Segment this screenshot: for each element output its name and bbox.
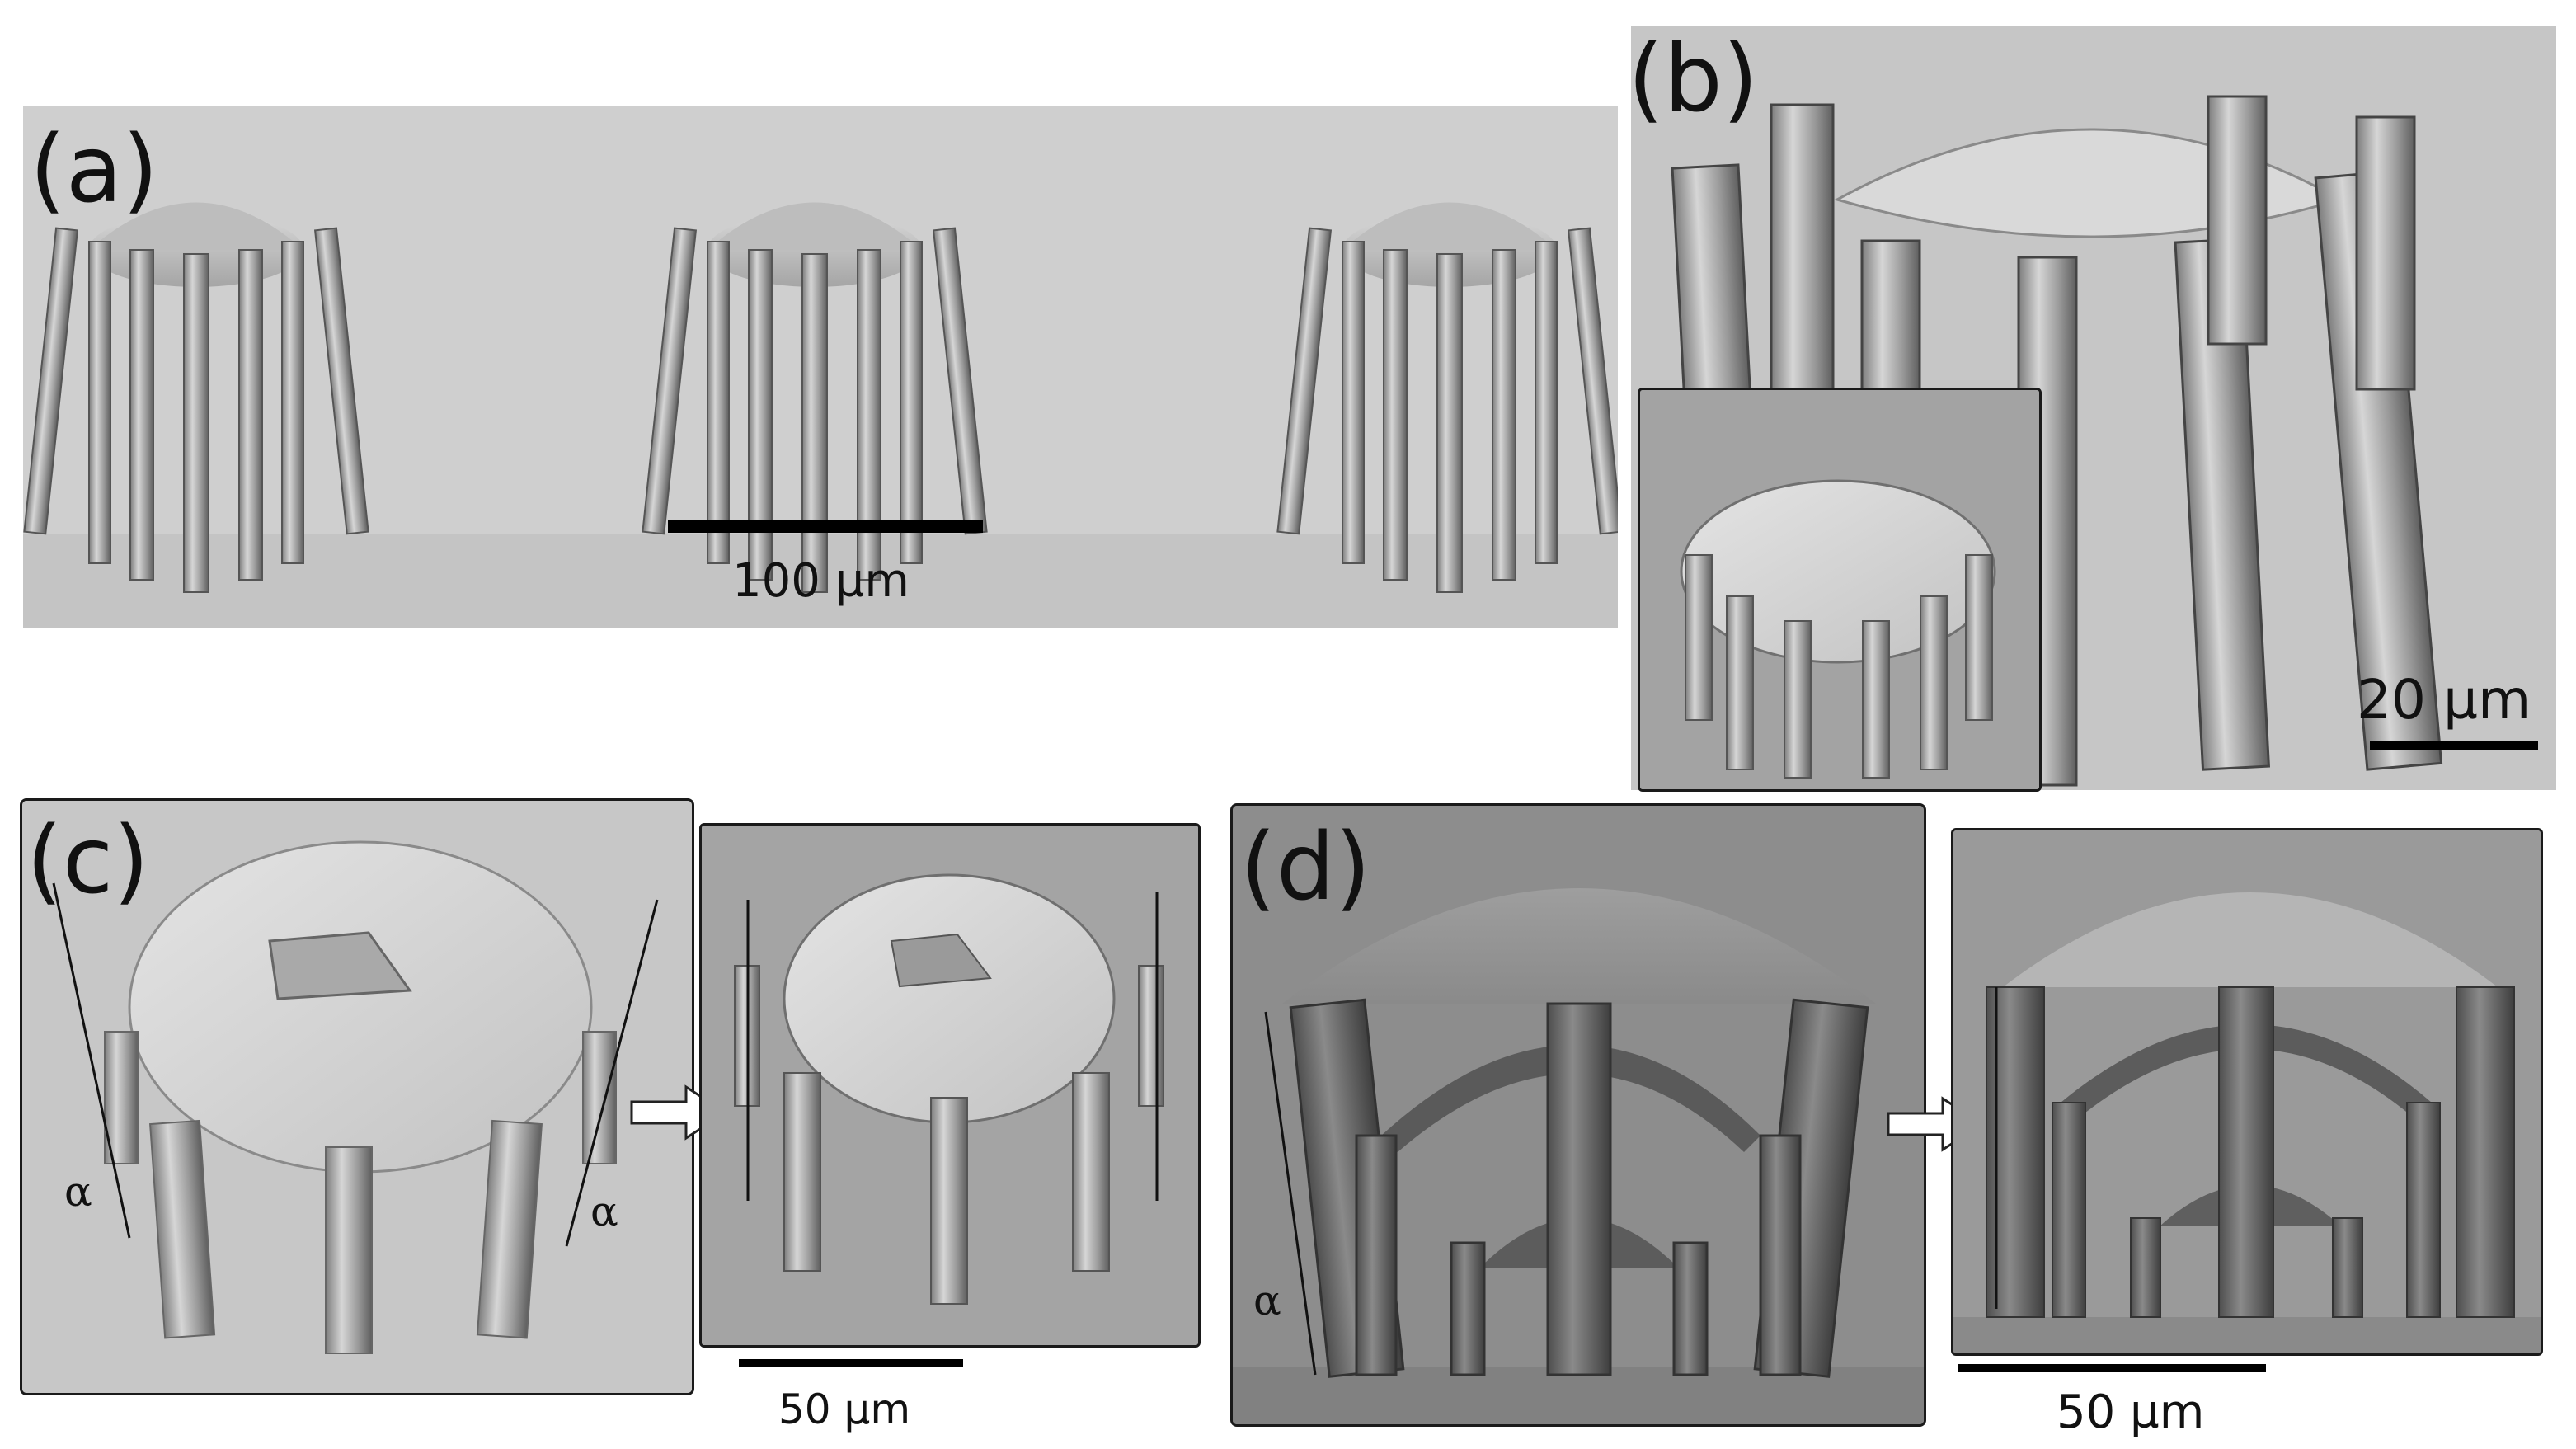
panel-a <box>23 106 1618 628</box>
micro-structure <box>23 202 369 593</box>
panel-a-image <box>23 106 1618 628</box>
panel-d-after <box>1951 828 2543 1356</box>
scale-bar-d <box>1958 1364 2266 1372</box>
angle-label-d: α <box>1253 1277 1281 1324</box>
scale-label-b: 20 µm <box>2357 668 2531 732</box>
scale-label-a: 100 µm <box>732 554 910 608</box>
scale-label-c: 50 µm <box>778 1385 911 1433</box>
angle-label-c-right: α <box>590 1188 618 1235</box>
micro-structure <box>642 202 988 593</box>
scale-bar-c <box>739 1359 963 1367</box>
panel-c-before <box>20 798 694 1395</box>
panel-d-before-image <box>1233 806 1924 1424</box>
panel-b-inset <box>1638 388 2042 792</box>
panel-label-d: (d) <box>1240 814 1371 921</box>
panel-label-c: (c) <box>26 807 149 915</box>
panel-d-before <box>1230 803 1926 1427</box>
panel-c-after-image <box>702 826 1198 1345</box>
panel-c-after <box>699 823 1201 1348</box>
panel-b-inset-image <box>1640 390 2039 789</box>
scale-bar-a <box>668 520 983 533</box>
panel-d-after-image <box>1953 830 2541 1353</box>
scale-label-d: 50 µm <box>2057 1385 2205 1439</box>
angle-label-c-left: α <box>64 1168 92 1216</box>
panel-label-a: (a) <box>30 116 159 223</box>
micro-structure <box>1276 202 1618 593</box>
panel-c-before-image <box>22 801 692 1393</box>
scale-bar-b <box>2370 741 2538 750</box>
panel-label-b: (b) <box>1628 26 1759 133</box>
